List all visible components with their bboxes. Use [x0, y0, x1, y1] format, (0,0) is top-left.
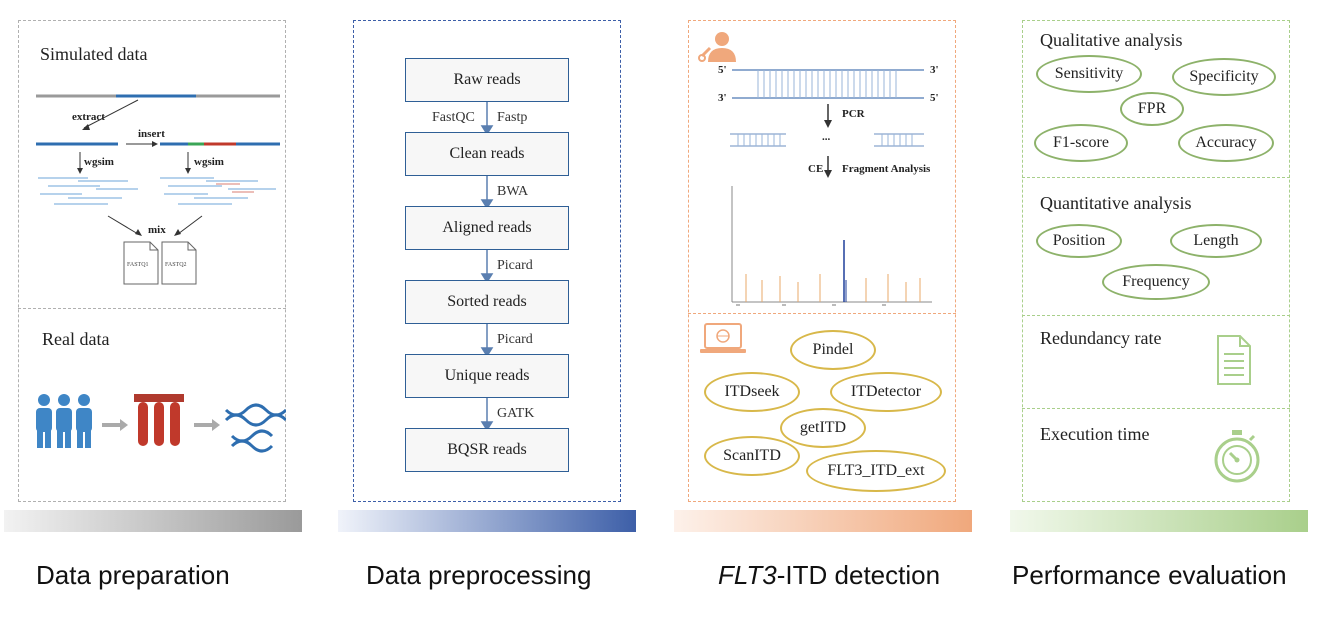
tool-fastqc: FastQC [432, 110, 475, 125]
researcher-icon [698, 32, 736, 62]
stopwatch-icon [1214, 430, 1260, 483]
five-prime-top: 5' [718, 64, 727, 76]
wgsim-right-label: wgsim [194, 156, 224, 168]
stage-label-detection-italic: FLT3 [718, 560, 777, 590]
redundancy-rate-title: Redundancy rate [1040, 328, 1162, 348]
data-preparation-panel [18, 20, 286, 502]
preprocessing-arrows [480, 102, 494, 432]
aligned-reads-box: Aligned reads [405, 206, 569, 250]
preprocessing-gradient-bar [338, 510, 636, 532]
metric-f1-score: F1-score [1034, 124, 1128, 162]
tool-bwa: BWA [497, 184, 529, 199]
stage-label-preprocessing: Data preprocessing [366, 560, 592, 590]
evaluation-gradient-bar [1010, 510, 1308, 532]
pcr-ce-schematic [730, 69, 924, 178]
computer-icon [700, 323, 746, 353]
preparation-gradient-bar [4, 510, 302, 532]
detection-gradient-bar [674, 510, 972, 532]
electropherogram [731, 186, 932, 306]
panel-divider [688, 313, 956, 314]
metric-frequency: Frequency [1102, 264, 1210, 300]
three-prime-top: 3' [930, 64, 939, 76]
unique-reads-box: Unique reads [405, 354, 569, 398]
real-data-title: Real data [42, 329, 110, 349]
tool-fastp: Fastp [497, 110, 528, 125]
tool-picard-1: Picard [497, 258, 533, 273]
raw-reads-box: Raw reads [405, 58, 569, 102]
stage-label-preparation: Data preparation [36, 560, 230, 590]
panel-divider [18, 308, 286, 309]
metric-accuracy: Accuracy [1178, 124, 1274, 162]
metric-fpr: FPR [1120, 92, 1184, 126]
tool-picard-2: Picard [497, 332, 533, 347]
performance-evaluation-panel [1022, 20, 1290, 502]
test-tubes-icon [134, 394, 184, 446]
simulated-data-title: Simulated data [40, 44, 148, 64]
qualitative-analysis-title: Qualitative analysis [1040, 30, 1183, 50]
metric-length: Length [1170, 224, 1262, 258]
mix-label: mix [148, 224, 166, 236]
fastq2-label: FASTQ2 [165, 262, 187, 268]
quantitative-analysis-title: Quantitative analysis [1040, 193, 1192, 213]
tool-getitd: getITD [780, 408, 866, 448]
panel-divider [1022, 177, 1290, 178]
wgsim-left-label: wgsim [84, 156, 114, 168]
tool-gatk: GATK [497, 406, 535, 421]
flt3-itd-detection-panel [688, 20, 956, 502]
fastq1-label: FASTQ1 [127, 262, 149, 268]
stage-label-evaluation: Performance evaluation [1012, 560, 1287, 590]
metric-position: Position [1036, 224, 1122, 258]
tool-scanitd: ScanITD [704, 436, 800, 476]
clean-reads-box: Clean reads [405, 132, 569, 176]
execution-time-title: Execution time [1040, 424, 1150, 444]
dna-icon [224, 403, 286, 453]
panel-divider [1022, 315, 1290, 316]
ellipsis-label: ... [822, 131, 831, 143]
stage-label-detection: FLT3-ITD detection [718, 560, 940, 591]
three-prime-bottom: 3' [718, 92, 727, 104]
ce-label: CE [808, 163, 824, 175]
five-prime-bottom: 5' [930, 92, 939, 104]
tool-pindel: Pindel [790, 330, 876, 370]
metric-specificity: Specificity [1172, 58, 1276, 96]
tool-itdetector: ITDetector [830, 372, 942, 412]
real-data-illustration [36, 394, 286, 453]
bqsr-reads-box: BQSR reads [405, 428, 569, 472]
insert-label: insert [138, 128, 165, 140]
tool-flt3-itd-ext: FLT3_ITD_ext [806, 450, 946, 492]
data-preprocessing-panel [353, 20, 621, 502]
extract-label: extract [72, 111, 105, 123]
document-icon [1217, 335, 1251, 385]
panel-divider [1022, 408, 1290, 409]
sorted-reads-box: Sorted reads [405, 280, 569, 324]
simulation-schematic [36, 94, 280, 285]
metric-sensitivity: Sensitivity [1036, 55, 1142, 93]
tool-itdseek: ITDseek [704, 372, 800, 412]
people-icon [36, 394, 92, 448]
pcr-label: PCR [842, 108, 865, 120]
fragment-analysis-label: Fragment Analysis [842, 163, 931, 175]
stage-label-detection-rest: -ITD detection [776, 560, 941, 590]
